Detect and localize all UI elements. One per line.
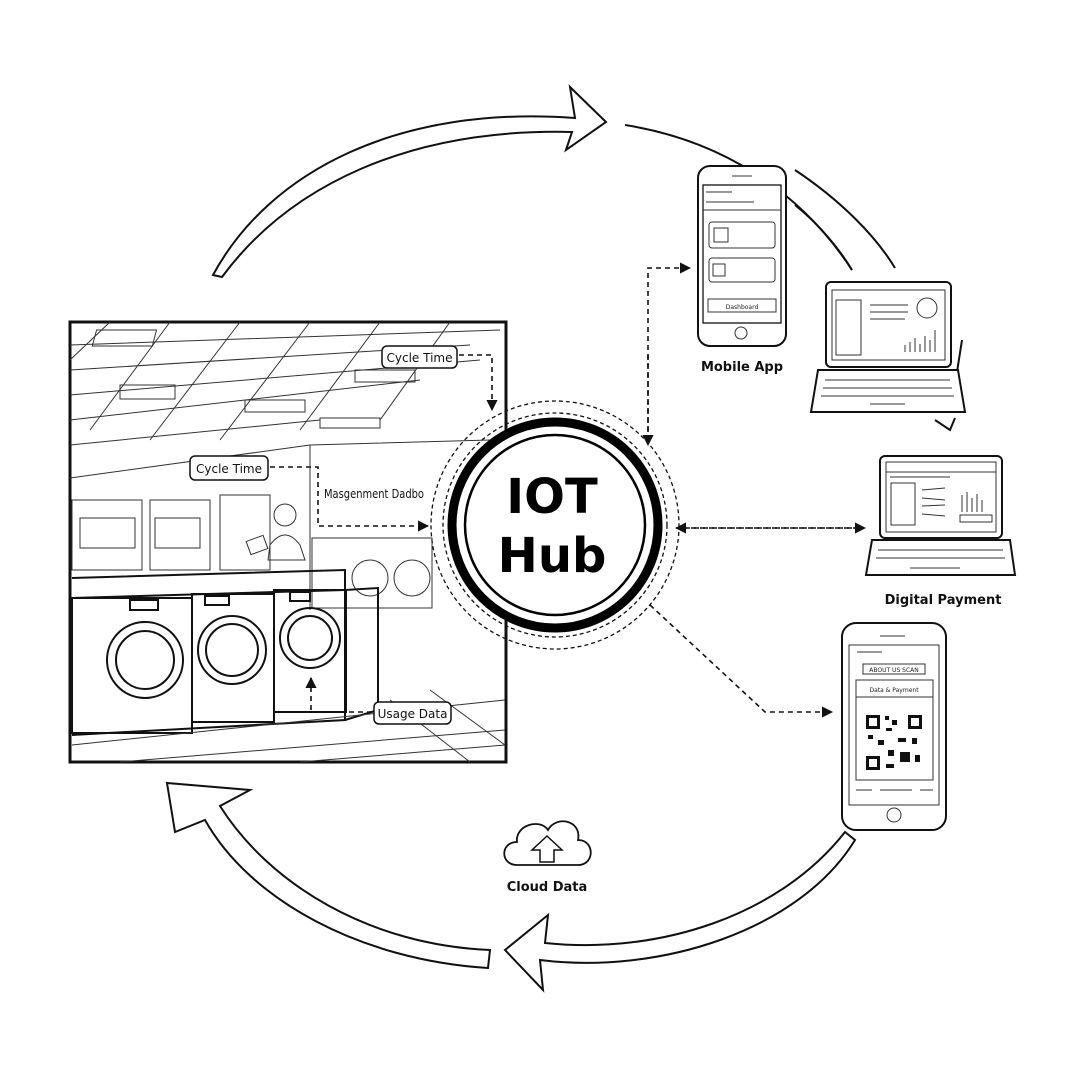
svg-text:Cycle Time: Cycle Time bbox=[196, 462, 262, 476]
qr-payment-phone-icon: ABOUT US SCAN Data & Payment bbox=[841, 622, 947, 831]
svg-text:ABOUT US SCAN: ABOUT US SCAN bbox=[869, 667, 919, 674]
svg-text:Cycle Time: Cycle Time bbox=[387, 351, 453, 365]
callout-usage-data: Usage Data bbox=[305, 676, 452, 725]
hub-title-line1: IOT bbox=[506, 469, 598, 525]
dashboard-laptop-icon bbox=[809, 281, 967, 413]
cycle-arrow-bottom bbox=[503, 830, 857, 993]
hub-connections bbox=[642, 262, 867, 718]
cycle-arrow-left bbox=[165, 781, 492, 970]
digital-payment-label: Digital Payment bbox=[885, 593, 1002, 608]
hub-title-line2: Hub bbox=[498, 528, 607, 584]
qr-code-icon bbox=[866, 715, 922, 770]
callout-cycle-time-top: Cycle Time bbox=[381, 345, 498, 412]
cloud-upload-icon bbox=[503, 820, 592, 866]
svg-text:Dashboard: Dashboard bbox=[726, 304, 759, 311]
cloud-data-label: Cloud Data bbox=[507, 880, 588, 895]
person-with-tablet-icon bbox=[245, 503, 306, 561]
svg-text:Data & Payment: Data & Payment bbox=[869, 687, 919, 694]
laundromat-scene: Masgenment Dadbo Cycle Time Cycle Time U… bbox=[68, 320, 508, 764]
svg-text:Usage Data: Usage Data bbox=[378, 707, 448, 721]
wall-sign-text: Masgenment Dadbo bbox=[324, 487, 424, 501]
mobile-app-label: Mobile App bbox=[701, 360, 783, 375]
iot-hub: IOT Hub bbox=[430, 400, 680, 650]
cycle-arrow-top bbox=[211, 84, 608, 279]
mobile-app-phone-icon: Dashboard bbox=[697, 165, 787, 347]
digital-payment-laptop-icon bbox=[864, 455, 1017, 576]
callout-cycle-time-mid: Cycle Time bbox=[189, 455, 430, 532]
